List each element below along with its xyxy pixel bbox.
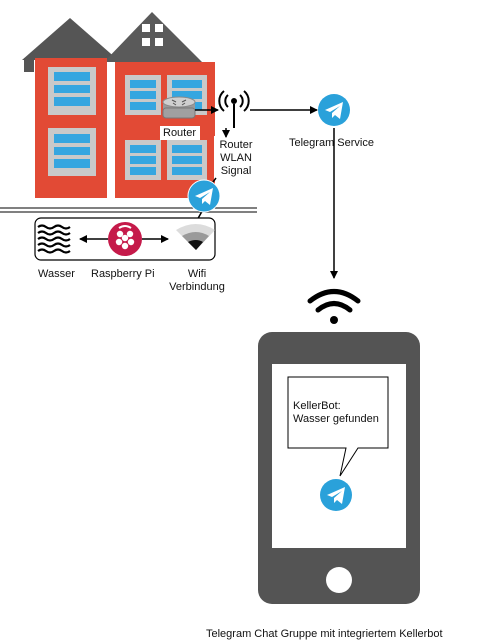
- router-label: Router: [163, 127, 197, 139]
- wifi-icon: [307, 289, 361, 324]
- message-line2: Wasser gefunden: [293, 413, 379, 425]
- telegram-icon: [318, 94, 350, 126]
- house-icon: [22, 12, 215, 198]
- message-text: KellerBot: Wasser gefunden: [293, 400, 379, 426]
- smartphone-icon: [258, 332, 420, 604]
- router-wlan-label-line3: Signal: [220, 165, 252, 177]
- caption: Telegram Chat Gruppe mit integriertem Ke…: [206, 628, 443, 640]
- wifi-signal-icon: [176, 224, 215, 250]
- router-wlan-label-line1: Router: [219, 139, 253, 151]
- message-line1: KellerBot:: [293, 400, 341, 412]
- wifi-label-line2: Verbindung: [169, 281, 225, 293]
- router-wlan-label-bg: [214, 136, 258, 180]
- router-label-bg: [160, 126, 200, 140]
- raspberry-pi-icon: [108, 222, 142, 256]
- wifi-label-line1: Wifi: [187, 268, 207, 280]
- telegram-icon: [320, 479, 352, 511]
- wifi-verbindung-label: Wifi Verbindung: [166, 268, 228, 294]
- water-icon: [37, 224, 71, 254]
- telegram-service-label: Telegram Service: [289, 137, 374, 149]
- router-wlan-label-line2: WLAN: [220, 152, 252, 164]
- telegram-icon: [187, 179, 221, 213]
- router-wlan-label: Router WLAN Signal: [214, 139, 258, 178]
- router-icon: [162, 96, 196, 119]
- message-bubble: [287, 376, 389, 477]
- antenna-icon: [218, 90, 250, 128]
- wasser-label: Wasser: [38, 268, 75, 280]
- raspberry-pi-label: Raspberry Pi: [91, 268, 155, 280]
